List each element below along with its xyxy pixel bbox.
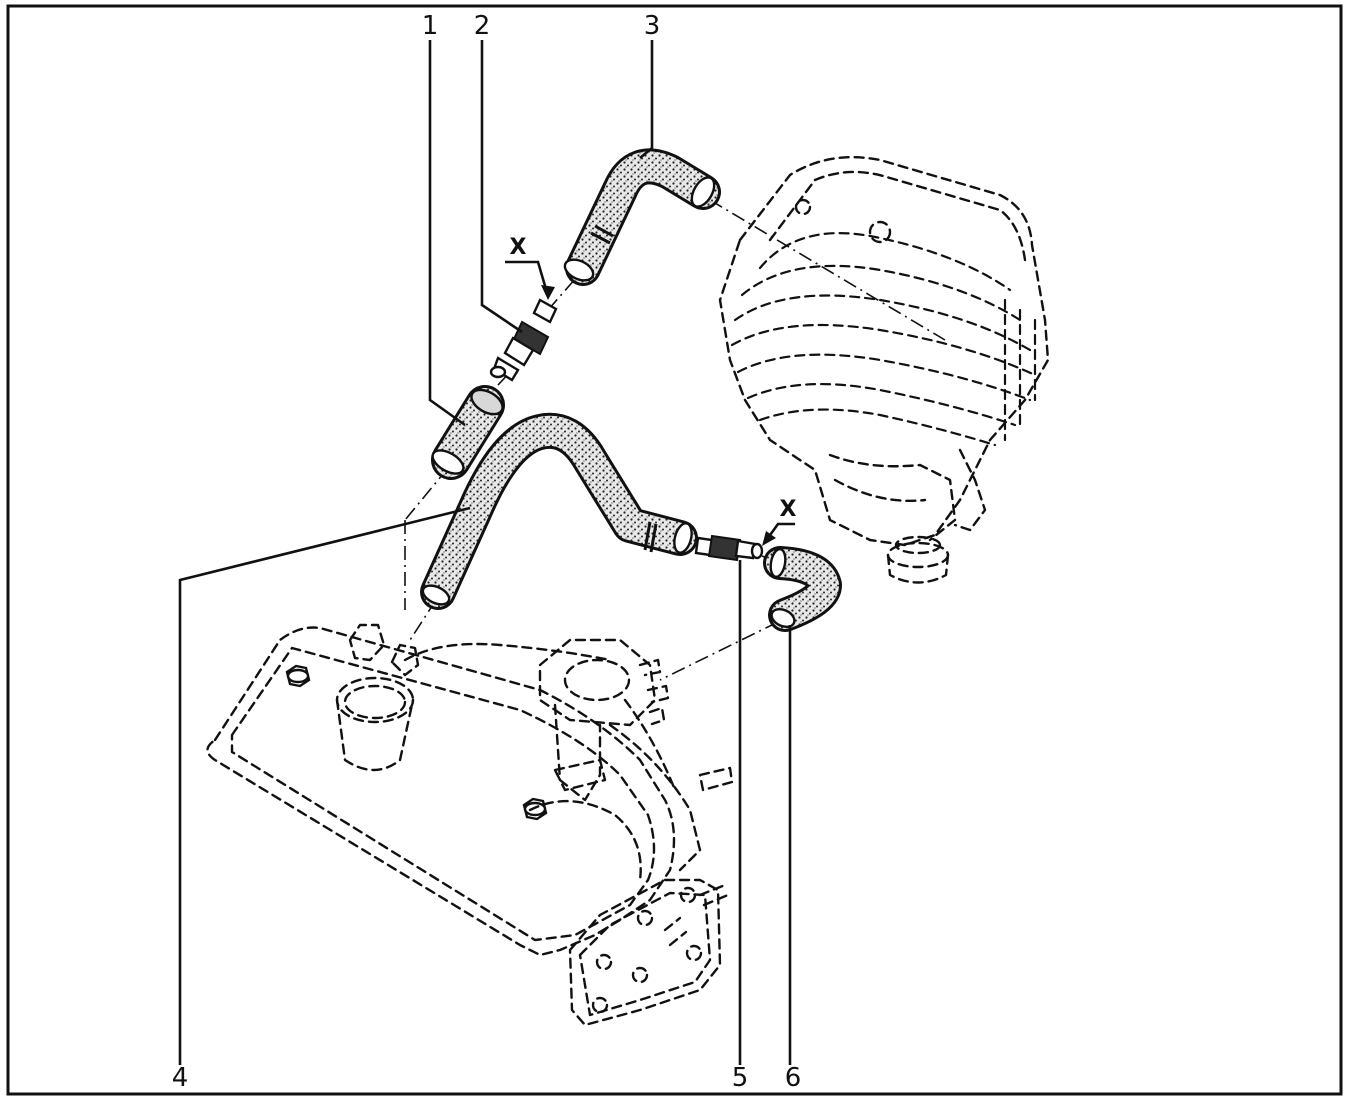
callout-x-lower: X <box>780 497 797 522</box>
bolt-left <box>285 664 311 688</box>
callout-5: 5 <box>732 1063 749 1093</box>
valve-cover <box>206 623 676 957</box>
intake-manifold <box>403 638 734 872</box>
cover-spigots <box>348 623 420 677</box>
hose-6-elbow <box>763 546 842 632</box>
mounting-flange <box>568 878 730 1027</box>
connector-2 <box>489 298 558 382</box>
leader-lines <box>178 40 795 1065</box>
callout-1: 1 <box>422 11 439 41</box>
callout-x-upper: X <box>510 235 527 260</box>
callout-4: 4 <box>172 1063 189 1093</box>
callout-3: 3 <box>644 11 661 41</box>
engine-block <box>718 155 1050 584</box>
hose-1-straight <box>431 385 505 480</box>
hose-3-elbow <box>563 148 721 286</box>
connector-5 <box>694 534 764 562</box>
diagram-frame <box>6 4 1343 1096</box>
callout-6: 6 <box>785 1063 802 1093</box>
hose-4-long <box>420 412 698 610</box>
callout-2: 2 <box>474 11 491 41</box>
bolt-right <box>522 797 548 821</box>
